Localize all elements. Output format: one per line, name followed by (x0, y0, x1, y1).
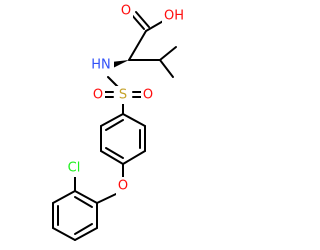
lower-ring-edge-4 (52, 227, 76, 241)
structure-canvas: OH O HN S O O O Cl (52, 2, 186, 241)
lower-ring-inner-2 (74, 223, 93, 235)
ether-o-label: O (118, 179, 128, 194)
upper-ring-inner-3 (105, 119, 124, 131)
wedge-bond-ca-n (111, 60, 129, 69)
acid-oh-mask (162, 7, 186, 25)
sulfur-mask (115, 86, 131, 104)
lower-ring-edge-2 (52, 190, 76, 204)
bond-ether-o-lower-ring (96, 193, 117, 204)
lower-ring-edge-5 (74, 227, 98, 241)
amine-hn-label: HN (91, 58, 111, 73)
chlorine-mask (63, 159, 85, 177)
acid-o-mask (119, 2, 133, 20)
lower-ring-inner-3 (74, 196, 93, 208)
molecule-diagram: OH O HN S O O O Cl (52, 2, 186, 241)
bond-cb-methyl-up (159, 46, 177, 61)
upper-ring-edge-3 (122, 150, 146, 165)
upper-ring-inner-2 (105, 147, 124, 159)
amine-hn-mask (89, 56, 114, 74)
atom-label-layer: OH O HN S O O O Cl (63, 2, 186, 195)
bond-ca-cooh (128, 30, 147, 61)
sulfonyl-o-left-label: O (93, 88, 103, 103)
acid-oh-label: OH (164, 9, 184, 24)
ether-o-mask (116, 177, 130, 195)
chlorine-label: Cl (68, 161, 81, 176)
bond-c-o-double-b (135, 11, 150, 28)
sulfur-label: S (119, 88, 127, 103)
sulfonyl-o-right-mask (141, 86, 155, 104)
bond-layer (52, 11, 177, 241)
bond-cb-methyl-down (159, 59, 174, 78)
bond-c-oh (145, 19, 166, 32)
upper-ring-edge-1 (122, 113, 146, 127)
lower-ring-edge-1 (74, 190, 98, 204)
bond-c-o-double-a (130, 13, 145, 30)
sulfonyl-o-left-mask (91, 86, 105, 104)
sulfonyl-o-right-label: O (143, 88, 153, 103)
upper-ring-edge-6 (100, 113, 124, 127)
upper-ring-edge-4 (100, 150, 124, 165)
acid-o-label: O (121, 4, 131, 19)
